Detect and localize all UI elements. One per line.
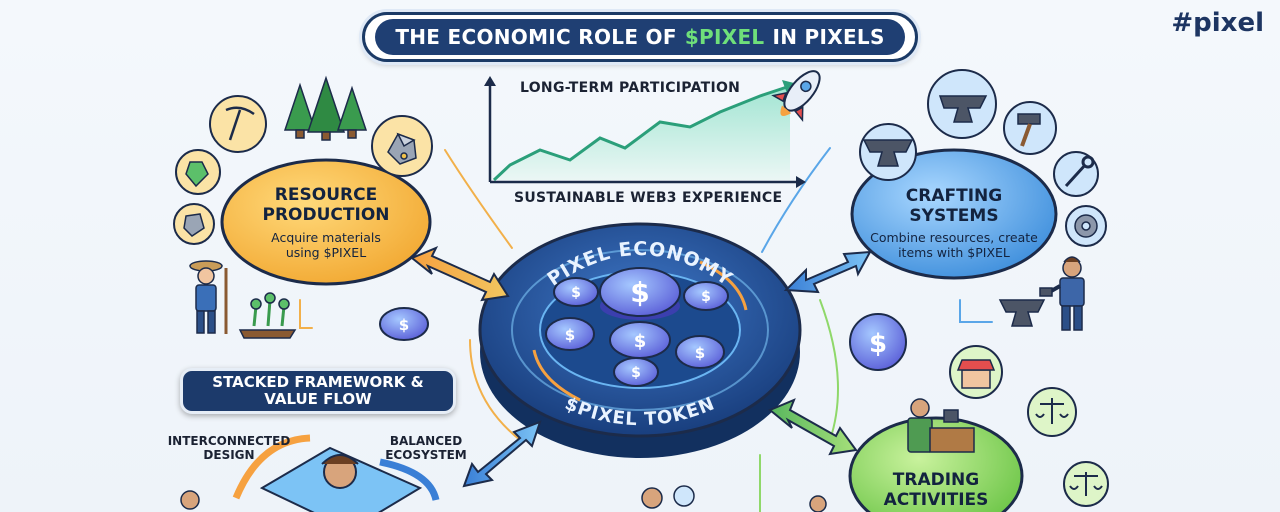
balanced-line1: BALANCED <box>389 434 463 448</box>
interconnected-line1: INTERCONNECTED <box>167 434 291 448</box>
crafting-desc-line2: items with $PIXEL <box>898 245 1010 260</box>
center-bottom-text: $PIXEL TOKEN <box>562 393 718 430</box>
framework-line2: VALUE FLOW <box>264 390 372 408</box>
title-token: $PIXEL <box>684 25 765 49</box>
coins-stack: $ $ $ $ $ $ $ <box>545 267 729 387</box>
shop-icon <box>956 359 996 389</box>
resource-desc: Acquire materials using $PIXEL <box>236 230 416 260</box>
balanced-line2: ECOSYSTEM <box>385 448 467 462</box>
resource-desc-line2: using $PIXEL <box>285 245 367 260</box>
arrow-resource-center <box>410 246 510 302</box>
anvil-icon <box>862 95 988 167</box>
resource-title-line1: RESOURCE <box>274 185 378 205</box>
svg-text:$: $ <box>634 331 647 352</box>
resource-title-line2: PRODUCTION <box>262 205 390 225</box>
gem-icons <box>183 161 209 237</box>
resource-desc-line1: Acquire materials <box>271 230 381 245</box>
title-prefix: THE ECONOMIC ROLE OF <box>395 25 677 49</box>
svg-text:$: $ <box>399 316 409 334</box>
trading-title: TRADING ACTIVITIES <box>856 470 1016 510</box>
crafting-title-line1: CRAFTING <box>905 186 1003 206</box>
trees-icon <box>283 75 368 141</box>
trader-figure <box>907 398 975 453</box>
svg-text:$: $ <box>565 326 575 344</box>
crafting-desc: Combine resources, create items with $PI… <box>852 230 1056 260</box>
dollar-coin-icon <box>599 267 681 320</box>
title-banner: THE ECONOMIC ROLE OF $PIXEL IN PIXELS <box>362 12 918 62</box>
trading-title-line2: ACTIVITIES <box>883 490 989 510</box>
svg-text:$: $ <box>701 289 711 305</box>
side-coins <box>379 307 907 371</box>
arrow-framework-center <box>462 420 542 488</box>
resource-title: RESOURCE PRODUCTION <box>236 185 416 225</box>
svg-text:$: $ <box>571 285 581 301</box>
svg-text:$: $ <box>630 276 649 309</box>
chart-bottom-label: SUSTAINABLE WEB3 EXPERIENCE <box>514 190 783 206</box>
interconnected-line2: DESIGN <box>203 448 255 462</box>
center-top-text: PIXEL ECONOMY <box>543 238 736 291</box>
wrench-icon <box>1064 155 1095 188</box>
svg-text:$: $ <box>631 365 641 381</box>
gear-icon <box>1074 214 1098 238</box>
trading-title-line1: TRADING <box>892 470 980 490</box>
ore-icon <box>387 132 417 165</box>
svg-text:$: $ <box>695 344 705 362</box>
title-suffix: IN PIXELS <box>772 25 885 49</box>
framework-pill: STACKED FRAMEWORK & VALUE FLOW <box>180 368 456 414</box>
svg-text:$: $ <box>869 329 887 359</box>
trading-circle <box>848 416 1024 512</box>
blacksmith-figure <box>998 256 1085 331</box>
interconnected-label: INTERCONNECTED DESIGN <box>164 434 294 462</box>
resource-circle <box>220 158 432 286</box>
rocket-icon <box>771 70 821 123</box>
arrow-trading-center <box>768 398 858 456</box>
hashtag: #pixel <box>1171 8 1264 38</box>
title-inner: THE ECONOMIC ROLE OF $PIXEL IN PIXELS <box>375 19 905 55</box>
connector-lines <box>299 147 993 512</box>
bottom-figures <box>180 485 827 512</box>
chart-top-label: LONG-TERM PARTICIPATION <box>520 80 741 96</box>
balanced-label: BALANCED ECOSYSTEM <box>378 434 474 462</box>
growth-chart <box>484 70 821 188</box>
crafting-circle <box>850 148 1058 280</box>
framework-platform <box>232 434 440 512</box>
farmer-figure <box>189 260 297 339</box>
hammer-icon <box>1017 113 1041 147</box>
scales-icon <box>1035 398 1103 496</box>
crafting-title-line2: SYSTEMS <box>909 206 999 226</box>
crafting-desc-line1: Combine resources, create <box>870 230 1038 245</box>
arrow-crafting-center <box>783 250 872 294</box>
pickaxe-icon <box>225 106 255 141</box>
framework-line1: STACKED FRAMEWORK & <box>212 373 424 391</box>
crafting-title: CRAFTING SYSTEMS <box>864 186 1044 226</box>
